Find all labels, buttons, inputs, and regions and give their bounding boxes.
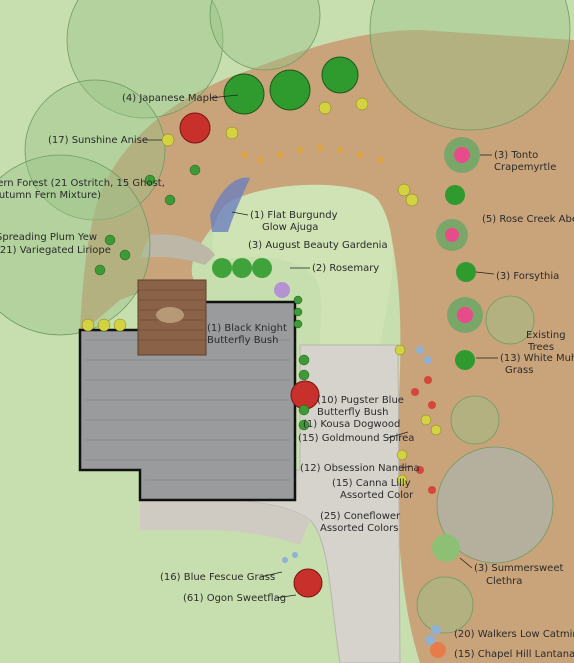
label-lantana: (15) Chapel Hill Lantana [454, 649, 574, 660]
label-existing-1: Existing [526, 330, 566, 341]
gravel-strip [140, 234, 215, 265]
perennials [81, 97, 442, 645]
label-clethra-2: Clethra [486, 576, 522, 587]
label-spirea: (15) Goldmound Spirea [298, 433, 414, 444]
label-muhly-1: (13) White Muhly [500, 353, 574, 364]
label-existing-2: Trees [527, 342, 554, 353]
label-crapemyrtle-2: Crapemyrtle [494, 162, 556, 173]
label-plum-yew: Spreading Plum Yew [0, 232, 97, 243]
label-clethra-1: (3) Summersweet [474, 563, 563, 574]
label-flat-ajuga-1: (1) Flat Burgundy [250, 210, 338, 221]
label-fern-mix-1: Fern Forest (21 Ostritch, 15 Ghost, [0, 178, 165, 189]
ajuga-bed [210, 177, 250, 232]
label-muhly-2: Grass [505, 365, 533, 376]
existing-tree-canopies [0, 0, 571, 634]
plant-labels: (4) Japanese Maple (17) Sunshine Anise F… [0, 93, 574, 660]
label-pugster-2: Butterfly Bush [317, 407, 388, 418]
label-flat-ajuga-2: Glow Ajuga [262, 222, 318, 233]
wood-deck [137, 279, 207, 356]
label-abelia: (5) Rose Creek Abelia [482, 214, 574, 225]
inner-lawn [212, 184, 393, 345]
label-fescue: (16) Blue Fescue Grass [160, 572, 275, 583]
label-catmint: (20) Walkers Low Catmint [454, 629, 574, 640]
label-rosemary: (2) Rosemary [312, 263, 379, 274]
label-sunshine-anise: (17) Sunshine Anise [48, 135, 148, 146]
label-japanese-maple: (4) Japanese Maple [122, 93, 218, 104]
label-fern-mix-2: Autumn Fern Mixture) [0, 190, 101, 201]
label-canna-2: Assorted Color [340, 490, 414, 501]
label-forsythia: (3) Forsythia [496, 271, 559, 282]
label-pugster-1: (10) Pugster Blue [317, 395, 404, 406]
label-liriope: (21) Variegated Liriope [0, 245, 111, 256]
label-kousa: (1) Kousa Dogwood [303, 419, 400, 430]
label-nandina: (12) Obsession Nandina [300, 463, 420, 474]
front-walk [140, 500, 310, 545]
label-gardenia: (3) August Beauty Gardenia [248, 240, 388, 251]
label-black-knight-1: (1) Black Knight [207, 323, 287, 334]
label-canna-1: (15) Canna Lilly [332, 478, 411, 489]
flowering-shrubs [212, 137, 483, 658]
label-coneflower-2: Assorted Colors [320, 523, 398, 534]
label-sweetflag: (61) Ogon Sweetflag [183, 593, 286, 604]
label-black-knight-2: Butterfly Bush [207, 335, 278, 346]
label-coneflower-1: (25) Coneflower [320, 511, 401, 522]
label-crapemyrtle-1: (3) Tonto [494, 150, 538, 161]
